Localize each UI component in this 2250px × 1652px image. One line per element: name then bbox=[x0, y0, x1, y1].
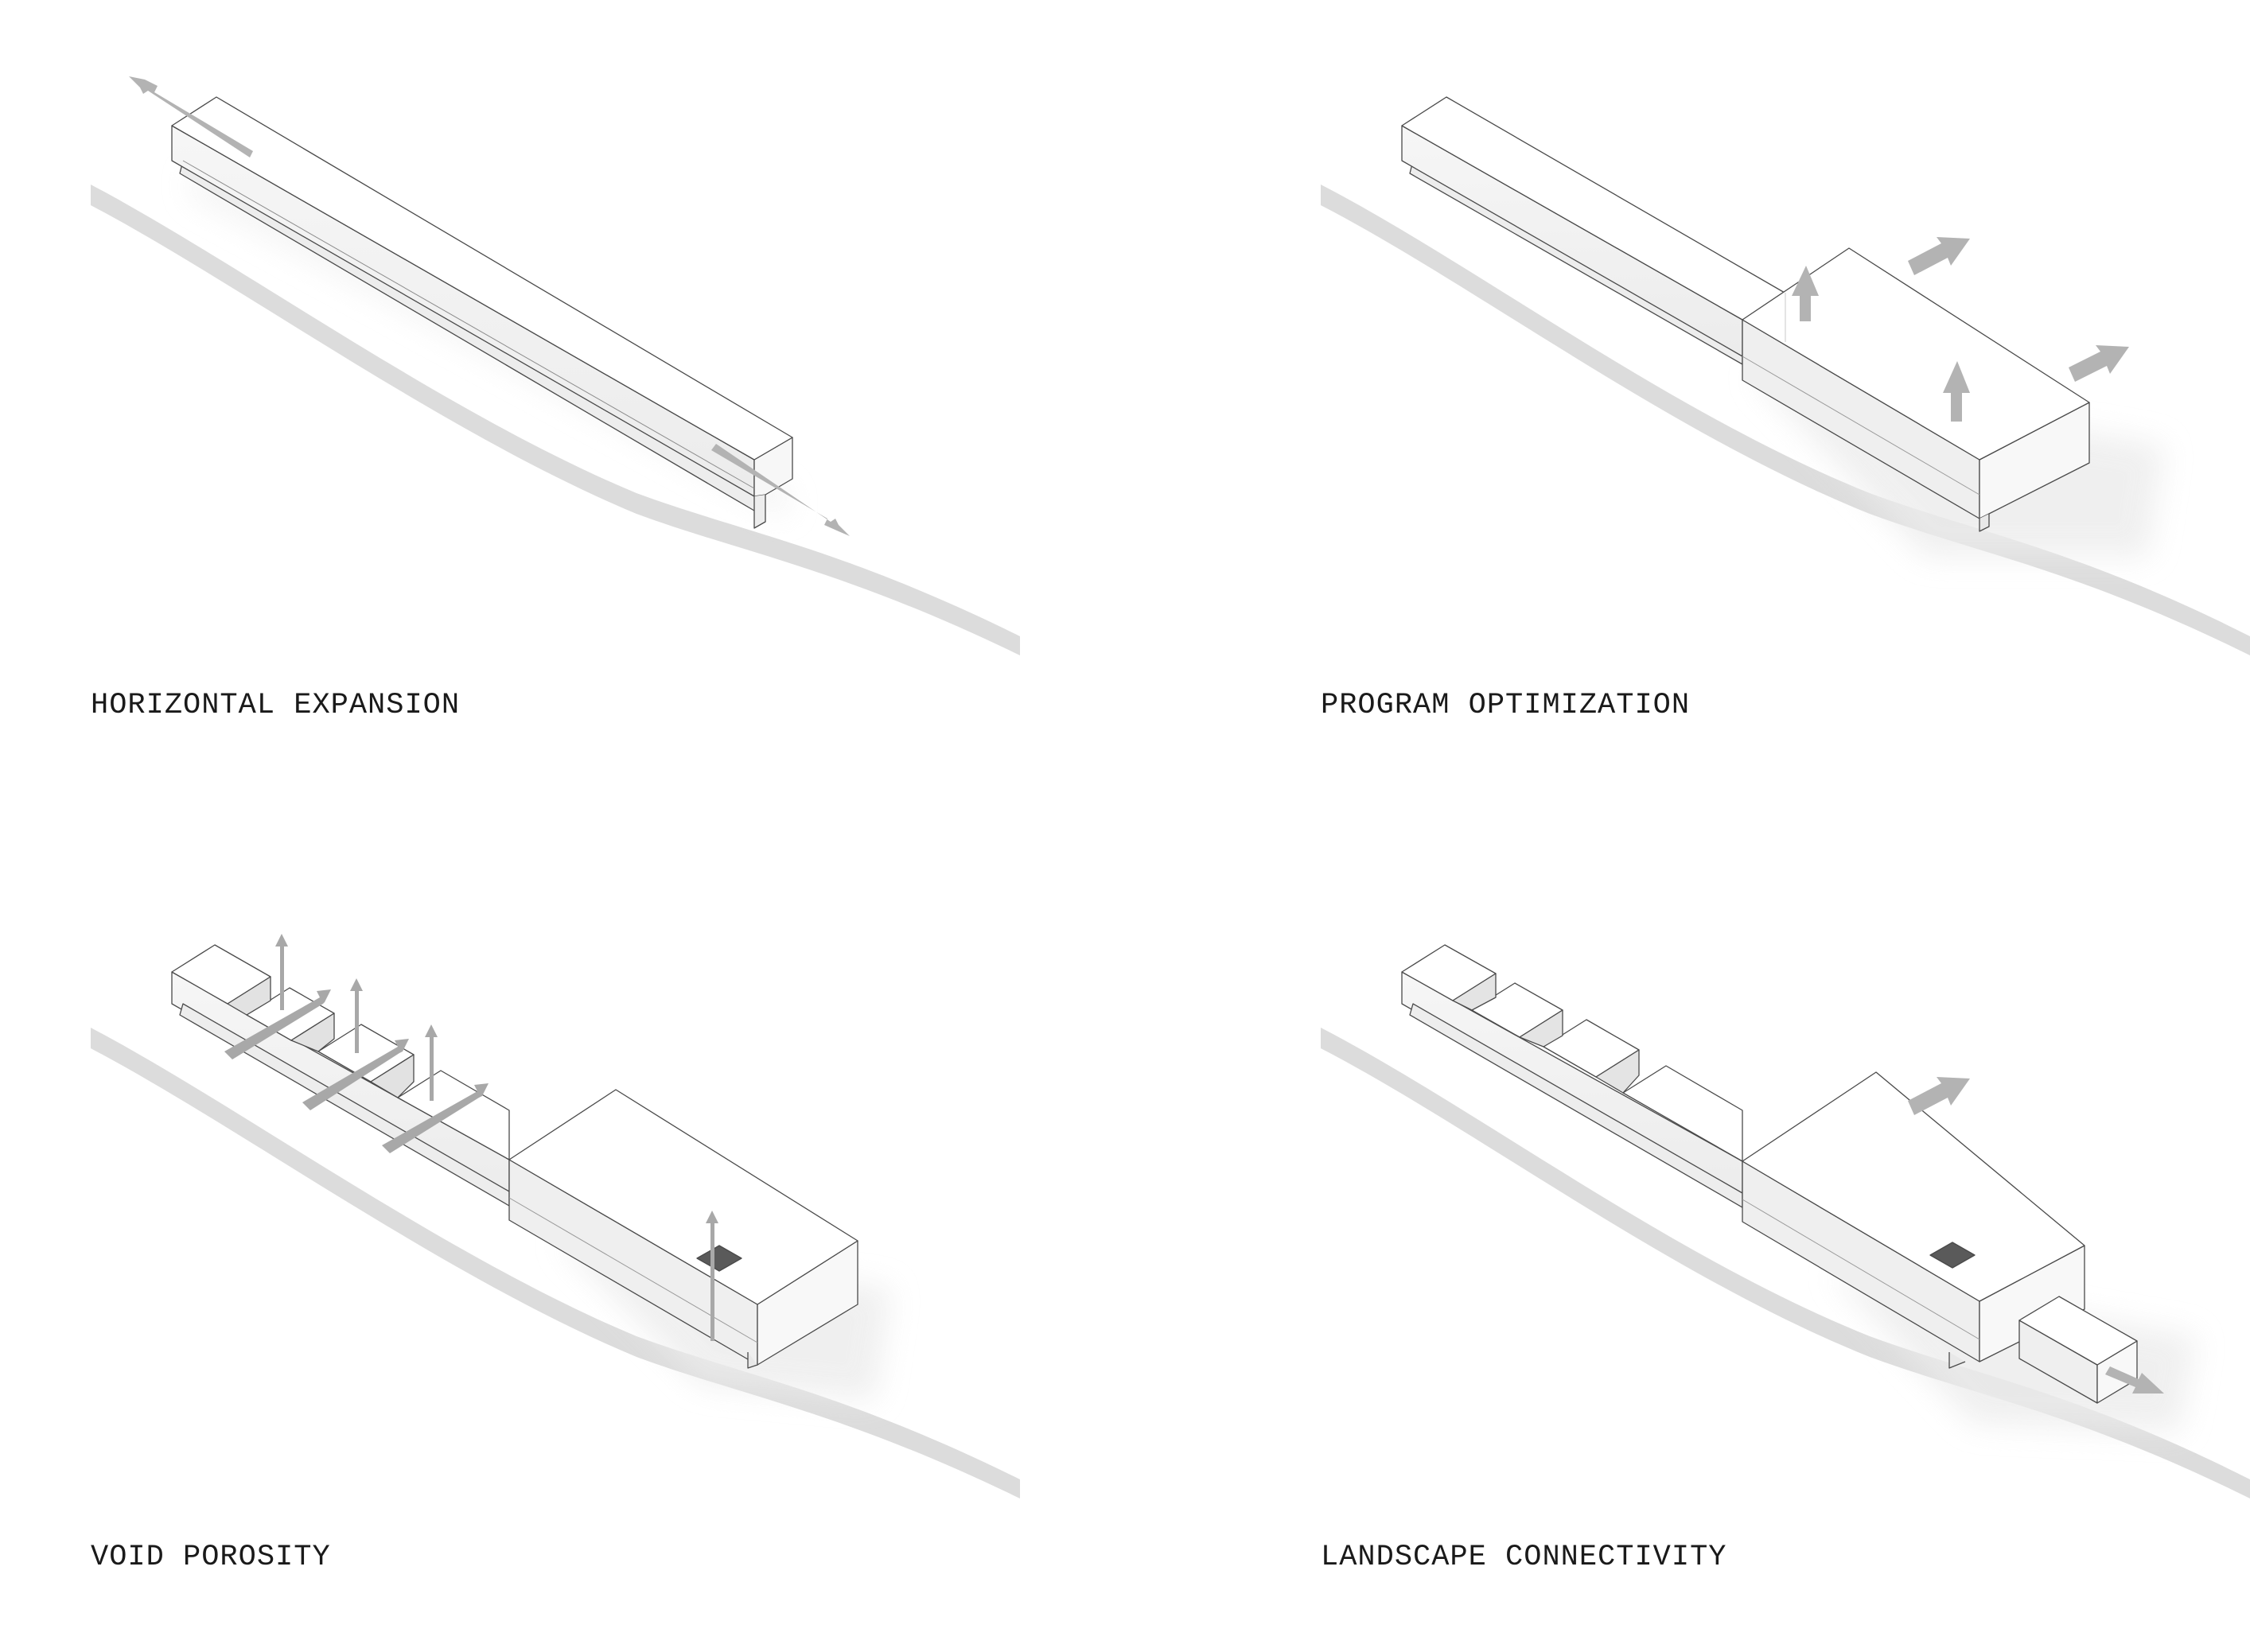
terrain-band bbox=[91, 185, 1020, 655]
bar-volume bbox=[1401, 96, 1791, 365]
terrain-band bbox=[1321, 1028, 2250, 1498]
panel-horizontal-expansion bbox=[91, 76, 1020, 655]
void-block-volume bbox=[508, 1089, 858, 1369]
terrain-band bbox=[1321, 185, 2250, 655]
connectivity-block-volume bbox=[1742, 1071, 2085, 1369]
gray-block-arrow-icon bbox=[224, 934, 718, 1341]
panel-void-porosity bbox=[91, 934, 1020, 1498]
porous-bar-volume bbox=[171, 944, 510, 1207]
panel-landscape-connectivity bbox=[1321, 944, 2250, 1498]
bar-volume bbox=[171, 96, 793, 529]
porous-bar-volume bbox=[1401, 944, 1743, 1208]
panel-program-optimization bbox=[1321, 96, 2250, 655]
terrain-band bbox=[91, 1028, 1020, 1498]
caption-landscape-connectivity: LANDSCAPE CONNECTIVITY bbox=[1321, 1541, 1727, 1574]
program-block-volume bbox=[1742, 247, 2090, 532]
caption-horizontal-expansion: HORIZONTAL EXPANSION bbox=[91, 689, 461, 722]
caption-void-porosity: VOID POROSITY bbox=[91, 1541, 331, 1574]
gray-block-arrow-icon bbox=[1908, 1077, 2164, 1394]
caption-program-optimization: PROGRAM OPTIMIZATION bbox=[1321, 689, 1691, 722]
gray-block-arrow-icon bbox=[1792, 237, 2129, 422]
gray-block-arrow-icon bbox=[129, 76, 850, 536]
